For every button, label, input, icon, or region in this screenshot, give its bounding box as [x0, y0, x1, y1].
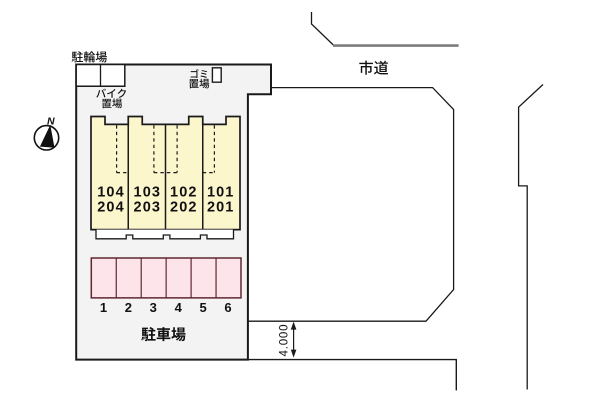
svg-text:201: 201 — [207, 199, 235, 215]
svg-text:103: 103 — [134, 184, 162, 200]
svg-text:5: 5 — [199, 300, 206, 315]
svg-text:203: 203 — [134, 199, 162, 215]
svg-text:1: 1 — [100, 300, 107, 315]
svg-text:2: 2 — [125, 300, 132, 315]
svg-text:204: 204 — [97, 199, 125, 215]
svg-text:N: N — [47, 116, 55, 128]
svg-text:3: 3 — [150, 300, 157, 315]
svg-text:102: 102 — [170, 184, 198, 200]
svg-text:202: 202 — [170, 199, 198, 215]
svg-text:4.000: 4.000 — [279, 324, 291, 357]
svg-text:101: 101 — [207, 184, 235, 200]
svg-text:104: 104 — [97, 184, 125, 200]
svg-text:6: 6 — [224, 300, 231, 315]
svg-text:4: 4 — [175, 300, 183, 315]
